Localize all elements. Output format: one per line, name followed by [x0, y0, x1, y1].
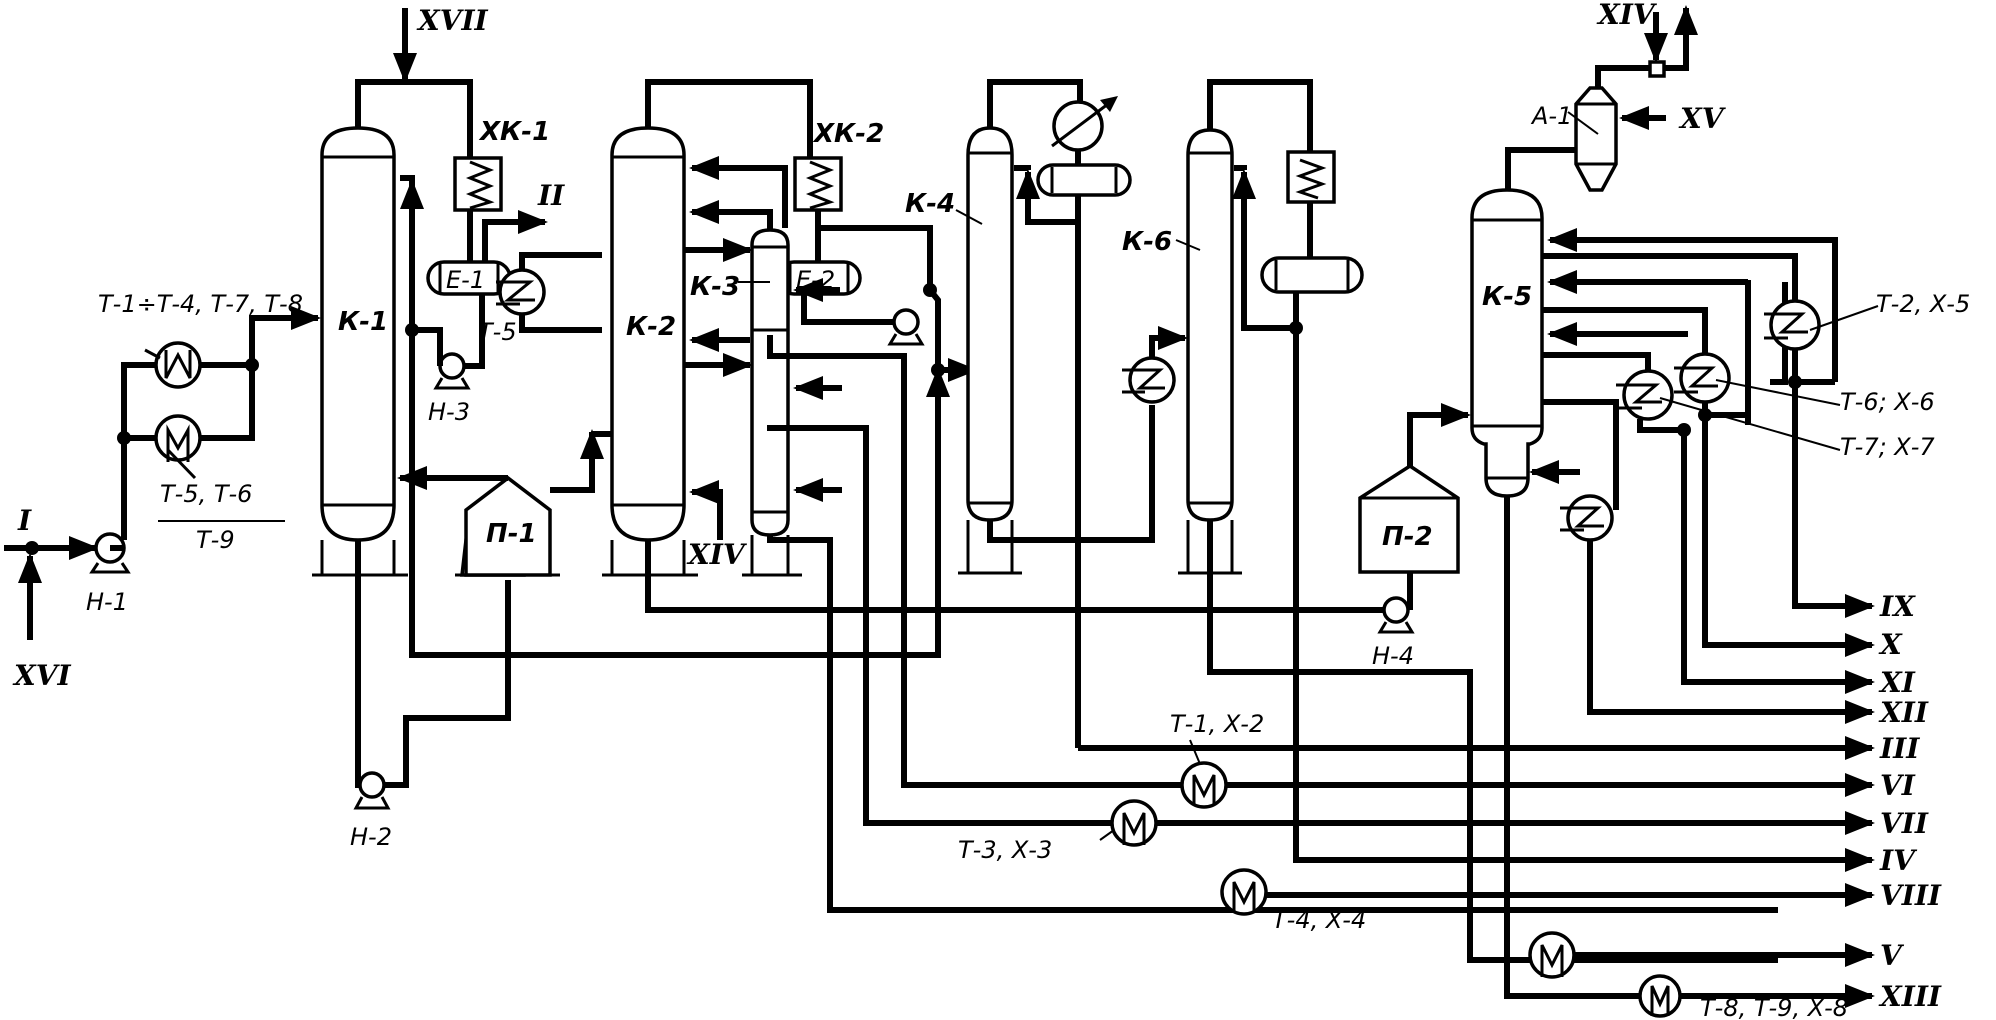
output-labels: IX X XI XII III VI VII IV VIII V XIII [1878, 590, 1942, 1013]
output-label-X: X [1878, 628, 1903, 661]
furnace-p2-label: П-2 [1382, 522, 1433, 552]
column-k6: К-6 [1122, 128, 1242, 575]
pump-n3-label: Н-3 [428, 398, 470, 426]
condenser-k6 [1286, 150, 1336, 204]
drum-k6-reflux [1260, 256, 1364, 294]
column-k5: К-5 [1470, 188, 1544, 498]
output-label-XI: XI [1878, 666, 1916, 699]
stream-label-II: II [537, 179, 565, 212]
condenser-xk1: ХК-1 [453, 117, 550, 212]
column-k4-label: К-4 [905, 189, 955, 219]
heat-exchanger-t6-x6: Т-6; Х-6 [1674, 352, 1935, 416]
drum-k4-reflux [1036, 163, 1132, 197]
drum-e1-label: Е-1 [446, 266, 485, 294]
furnace-p1-label: П-1 [486, 519, 537, 549]
stream-label-I: I [17, 504, 32, 537]
stream-label-XVI: XVI [12, 659, 71, 692]
stream-label-XV: XV [1678, 102, 1727, 135]
stream-label-XVII: XVII [416, 4, 489, 37]
pump-n3: Н-3 [428, 352, 471, 426]
column-k1: К-1 [312, 126, 408, 577]
heat-exchanger-t5: Т-5 [478, 252, 602, 346]
reboiler-k6 [1122, 356, 1176, 404]
condenser-xk2-label: ХК-2 [812, 119, 884, 149]
column-k5-label: К-5 [1482, 282, 1532, 312]
heat-exchanger-t7-x7: Т-7; Х-7 [1616, 369, 1935, 461]
cooler-v [1528, 931, 1576, 979]
column-k6-label: К-6 [1122, 227, 1172, 257]
valve [1648, 60, 1666, 78]
column-k3: К-3 [690, 228, 802, 577]
apparatus-a1: А-1 [1530, 86, 1618, 192]
cooler-t3-x3: Т-3, Х-3 [958, 799, 1158, 864]
output-label-V: V [1880, 939, 1905, 972]
apparatus-a1-label: А-1 [1530, 102, 1572, 130]
output-label-VI: VI [1880, 769, 1916, 802]
cooler-t4-x4: Т-4, Х-4 [1220, 868, 1366, 934]
output-label-XII: XII [1878, 696, 1929, 729]
air-cooler-k4 [1051, 96, 1118, 152]
stream-label-XIV-a1: XIV [1596, 0, 1658, 31]
output-label-XIII: XIII [1878, 980, 1942, 1013]
label-feed-exchangers-bottom-den: Т-9 [196, 526, 235, 554]
drum-e1: Е-1 [426, 260, 512, 296]
output-label-III: III [1879, 732, 1920, 765]
column-k3-label: К-3 [690, 272, 740, 302]
pump-n1-label: Н-1 [86, 588, 128, 616]
column-k4: К-4 [905, 126, 1022, 575]
label-t6-x6: Т-6; Х-6 [1840, 388, 1935, 416]
column-k2: К-2 [602, 126, 698, 577]
label-t4-x4: Т-4, Х-4 [1272, 906, 1366, 934]
heat-exchanger-bank-bottom [154, 365, 255, 480]
column-k2-label: К-2 [626, 312, 676, 342]
label-feed-exchangers-bottom-num: Т-5, Т-6 [160, 480, 252, 508]
stream-label-XIV-k2: XIV [686, 538, 748, 571]
cooler-t1-x2: Т-1, Х-2 [1170, 710, 1264, 809]
pump-n4-label: Н-4 [1372, 642, 1414, 670]
reboiler-k5 [1560, 494, 1614, 542]
column-k1-label: К-1 [338, 307, 388, 337]
furnace-p1: П-1 [455, 475, 560, 577]
pump-e2 [887, 308, 925, 346]
heat-exchanger-t5-label: Т-5 [478, 318, 517, 346]
pump-n1: Н-1 [86, 532, 131, 616]
output-label-VIII: VIII [1880, 879, 1942, 912]
label-t2-x5: Т-2, Х-5 [1876, 290, 1970, 318]
label-feed-exchangers-top: Т-1÷Т-4, Т-7, Т-8 [98, 290, 303, 318]
furnace-p2: П-2 [1358, 463, 1460, 574]
pump-n2-label: Н-2 [350, 823, 392, 851]
output-label-VII: VII [1880, 807, 1929, 840]
pump-n2: Н-2 [350, 771, 392, 851]
label-t1-x2: Т-1, Х-2 [1170, 710, 1264, 738]
output-label-IX: IX [1879, 590, 1916, 623]
condenser-xk1-label: ХК-1 [478, 117, 550, 147]
label-t3-x3: Т-3, Х-3 [958, 836, 1052, 864]
output-label-IV: IV [1879, 844, 1918, 877]
heat-exchanger-bank-top [144, 341, 252, 389]
label-t7-x7: Т-7; Х-7 [1840, 433, 1935, 461]
feed-inlet: I XVI [4, 504, 99, 692]
heat-exchanger-t2-x5: Т-2, Х-5 [1764, 290, 1970, 351]
